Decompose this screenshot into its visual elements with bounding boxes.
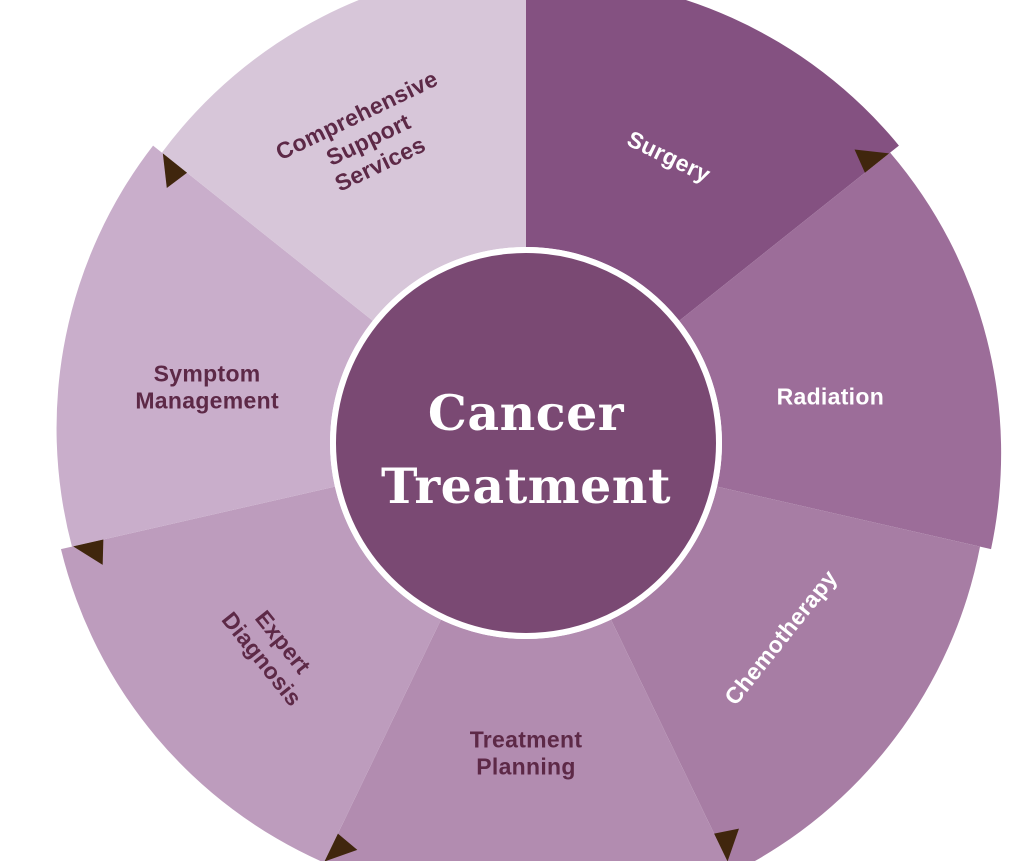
segment-expert-diagnosis [60,486,441,861]
fold-notch [73,539,104,565]
center-title-line: Treatment [381,457,671,515]
segment-surgery [526,0,899,321]
fold-notch [324,833,358,861]
fold-notch [162,153,188,188]
segment-label-line: Radiation [777,384,884,410]
segment-label-line: Management [135,387,279,413]
segment-comprehensive-support-services [161,0,526,321]
segment-label-line: Planning [476,754,576,780]
segment-label-line: Treatment [470,727,583,753]
fold-notch [714,828,739,861]
fold-notch [854,149,890,173]
segment-label-line: Symptom [154,360,261,386]
segment-treatment-planning [324,619,728,861]
center-circle [330,247,722,639]
segment-radiation [679,152,1002,550]
segment-chemotherapy [611,486,981,861]
segment-symptom-management [56,145,373,547]
segment-label-radiation: Radiation [777,384,884,410]
center-title-line: Cancer [428,384,625,442]
